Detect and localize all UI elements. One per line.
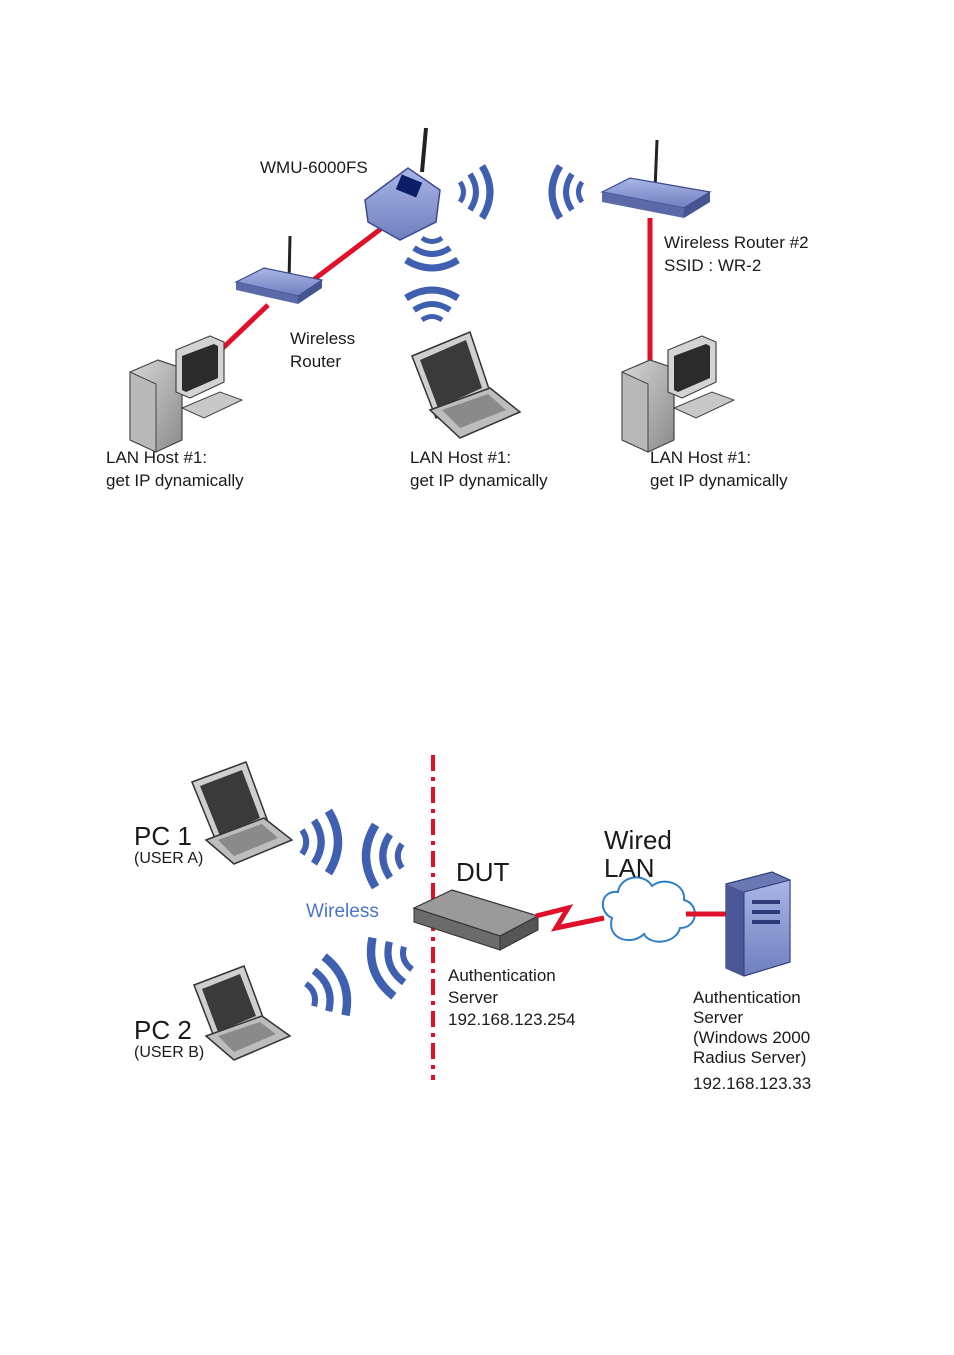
laptop-middle-icon xyxy=(411,330,522,439)
wireless-router-label-line: Router xyxy=(290,352,342,371)
host-middle-label-line: get IP dynamically xyxy=(410,471,548,490)
dut-auth-ip: 192.168.123.254 xyxy=(448,1010,576,1029)
wired-lan-cloud-icon xyxy=(602,876,696,943)
pc2-user: (USER B) xyxy=(134,1044,205,1061)
wmu-device-icon xyxy=(364,127,441,241)
wireless-router-2-icon xyxy=(600,139,712,218)
host-right-label: LAN Host #1: get IP dynamically xyxy=(650,446,788,492)
wireless-router-2-label-line: Wireless Router #2 xyxy=(664,233,809,252)
wave-device-down-icon xyxy=(406,238,458,268)
pc1-name: PC 1 xyxy=(134,821,192,851)
wireless-router-label: Wireless Router xyxy=(290,327,355,373)
wireless-router-icon xyxy=(234,235,324,304)
host-left-label: LAN Host #1: get IP dynamically xyxy=(106,446,244,492)
pc2-name: PC 2 xyxy=(134,1015,192,1045)
dut-auth-line: Server xyxy=(448,988,499,1007)
pc1-user: (USER A) xyxy=(134,850,204,867)
host-left-label-line: get IP dynamically xyxy=(106,471,244,490)
laptop-pc1-icon xyxy=(191,761,294,865)
wmu-device-label: WMU-6000FS xyxy=(260,158,368,177)
desktop-pc-left-icon xyxy=(129,335,244,453)
wireless-router-2-label-line: SSID : WR-2 xyxy=(664,256,762,275)
radius-server-line: Radius Server) xyxy=(693,1048,807,1067)
dut-auth-server-label: Authentication Server 192.168.123.254 xyxy=(448,965,576,1031)
wireless-router-label-line: Wireless xyxy=(290,329,356,348)
pc1-label: PC 1 (USER A) xyxy=(134,822,203,868)
wireless-router-2-label: Wireless Router #2 SSID : WR-2 xyxy=(664,231,809,277)
radius-server-line: (Windows 2000 xyxy=(693,1028,811,1047)
wireless-label: Wireless xyxy=(306,901,379,922)
radius-server-ip: 192.168.123.33 xyxy=(693,1074,812,1093)
wave-pc1-right-icon xyxy=(302,811,338,873)
radius-server-line: Authentication xyxy=(693,988,801,1007)
link-dut-to-cloud xyxy=(535,904,605,932)
dut-label: DUT xyxy=(456,857,510,887)
radius-server-icon xyxy=(725,871,791,977)
desktop-pc-right-icon xyxy=(621,335,736,453)
wave-pc2-right-icon xyxy=(299,953,354,1024)
host-left-label-line: LAN Host #1: xyxy=(106,448,208,467)
host-right-label-line: get IP dynamically xyxy=(650,471,788,490)
wired-lan-label: Wired LAN xyxy=(604,826,672,882)
wave-device-right-icon xyxy=(460,166,490,218)
wave-dut-left-lower-icon xyxy=(364,929,419,1000)
host-middle-label-line: LAN Host #1: xyxy=(410,448,512,467)
radius-server-label: Authentication Server (Windows 2000 Radi… xyxy=(693,988,811,1094)
dut-auth-line: Authentication xyxy=(448,966,556,985)
wave-router2-left-icon xyxy=(552,166,582,218)
radius-server-line: Server xyxy=(693,1008,744,1027)
laptop-pc2-icon xyxy=(193,965,292,1061)
wired-lan-label-line: LAN xyxy=(604,853,655,883)
wired-lan-label-line: Wired xyxy=(604,825,672,855)
host-middle-label: LAN Host #1: get IP dynamically xyxy=(410,446,548,492)
host-right-label-line: LAN Host #1: xyxy=(650,448,752,467)
wave-dut-left-upper-icon xyxy=(366,825,402,887)
wave-laptop-up-icon xyxy=(406,290,458,320)
pc2-label: PC 2 (USER B) xyxy=(134,1016,204,1062)
